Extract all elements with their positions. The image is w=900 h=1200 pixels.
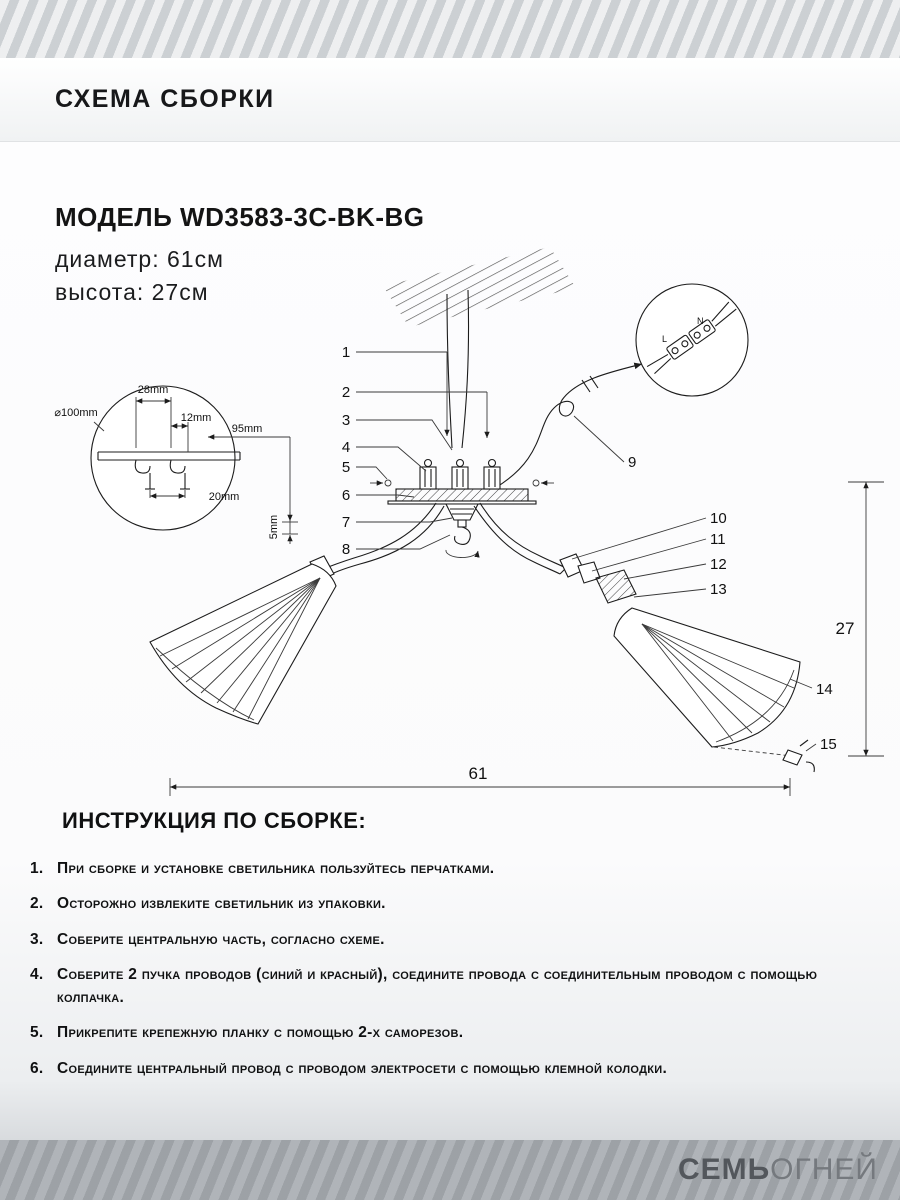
callout-10: 10 — [710, 510, 727, 527]
bracket-inset: 28mm 12mm 95mm 20mm 5mm ⌀100mm — [54, 384, 298, 544]
callout-14: 14 — [816, 681, 833, 698]
instruction-item: 5. Прикрепите крепежную планку с помощью… — [30, 1022, 872, 1044]
ceiling-cords — [446, 289, 470, 449]
instruction-item: 2. Осторожно извлеките светильник из упа… — [30, 893, 872, 915]
dim-100mm: ⌀100mm — [54, 407, 97, 419]
dim-20mm: 20mm — [209, 491, 240, 503]
instructions-section: ИНСТРУКЦИЯ ПО СБОРКЕ: 1. При сборке и ус… — [30, 808, 872, 1093]
callout-numbers: 1 2 3 4 5 6 7 8 9 10 11 12 13 14 15 — [342, 344, 837, 753]
dim-12mm: 12mm — [181, 412, 212, 424]
callout-leaders — [356, 351, 817, 752]
terminal-label-l: L — [662, 334, 667, 344]
instruction-item: 3. Соберите центральную часть, согласно … — [30, 929, 872, 951]
page-title: СХЕМА СБОРКИ — [55, 85, 275, 113]
instruction-text: Соберите 2 пучка проводов (синий и красн… — [57, 966, 818, 1006]
brand-bold-part: СЕМЬ — [677, 1153, 771, 1186]
footer-band: СЕМЬОГНЕЙ — [0, 1140, 900, 1200]
dim-28mm: 28mm — [138, 384, 169, 396]
rotation-arrow — [445, 549, 480, 558]
terminal-label-n: N — [697, 316, 704, 326]
mounting-screws — [370, 479, 554, 487]
dim-width-61: 61 — [469, 764, 488, 783]
instruction-number: 3. — [30, 930, 44, 948]
lamp-arms — [317, 502, 567, 578]
callout-3: 3 — [342, 412, 350, 429]
instruction-text: Прикрепите крепежную планку с помощью 2-… — [57, 1024, 464, 1042]
instruction-number: 2. — [30, 895, 44, 913]
instruction-number: 5. — [30, 1024, 44, 1042]
callout-7: 7 — [342, 514, 350, 531]
callout-4: 4 — [342, 439, 350, 456]
left-lampshade — [149, 555, 337, 725]
right-lampshade — [613, 607, 801, 757]
instruction-text: Соберите центральную часть, согласно схе… — [57, 930, 385, 948]
dim-5mm: 5mm — [268, 515, 280, 539]
instruction-number: 6. — [30, 1059, 44, 1077]
callout-9: 9 — [628, 454, 636, 471]
instruction-text: Осторожно извлеките светильник из упаков… — [57, 895, 386, 913]
dim-height-27: 27 — [836, 619, 855, 638]
assembly-diagram: L N — [54, 247, 884, 796]
instructions-title: ИНСТРУКЦИЯ ПО СБОРКЕ: — [62, 808, 367, 833]
instruction-text: Соедините центральный провод с проводом … — [57, 1059, 668, 1077]
callout-2: 2 — [342, 384, 350, 401]
ceiling-hatch — [383, 247, 576, 327]
callout-1: 1 — [342, 344, 350, 361]
power-cable — [494, 362, 643, 489]
instruction-number: 1. — [30, 860, 44, 877]
overall-dimensions: 61 27 — [169, 481, 884, 796]
model-name: МОДЕЛЬ WD3583-3C-BK-BG — [55, 202, 425, 232]
instruction-item: 1. При сборке и установке светильника по… — [30, 858, 872, 880]
brand-light-part: ОГНЕЙ — [770, 1153, 878, 1186]
callout-5: 5 — [342, 459, 350, 476]
callout-12: 12 — [710, 556, 727, 573]
terminal-inset: L N — [635, 283, 749, 397]
callout-6: 6 — [342, 487, 350, 504]
callout-13: 13 — [710, 581, 727, 598]
instruction-number: 4. — [30, 966, 44, 984]
instruction-text: При сборке и установке светильника польз… — [57, 860, 495, 877]
model-info-block: МОДЕЛЬ WD3583-3C-BK-BG диаметр: 61см выс… — [55, 202, 424, 310]
instruction-item: 6. Соедините центральный провод с провод… — [30, 1058, 872, 1080]
brand-logo: СЕМЬОГНЕЙ — [678, 1153, 878, 1187]
callout-8: 8 — [342, 541, 350, 558]
model-height: высота: 27см — [55, 279, 209, 306]
finial-part — [782, 739, 815, 773]
header-band: СХЕМА СБОРКИ — [0, 58, 900, 142]
callout-15: 15 — [820, 736, 837, 753]
callout-11: 11 — [710, 531, 726, 548]
dim-95mm: 95mm — [232, 423, 263, 435]
canopy-assembly — [370, 458, 554, 558]
instruction-item: 4. Соберите 2 пучка проводов (синий и кр… — [30, 964, 872, 1009]
model-diameter: диаметр: 61см — [55, 246, 224, 272]
content-area: МОДЕЛЬ WD3583-3C-BK-BG диаметр: 61см выс… — [0, 142, 900, 1140]
